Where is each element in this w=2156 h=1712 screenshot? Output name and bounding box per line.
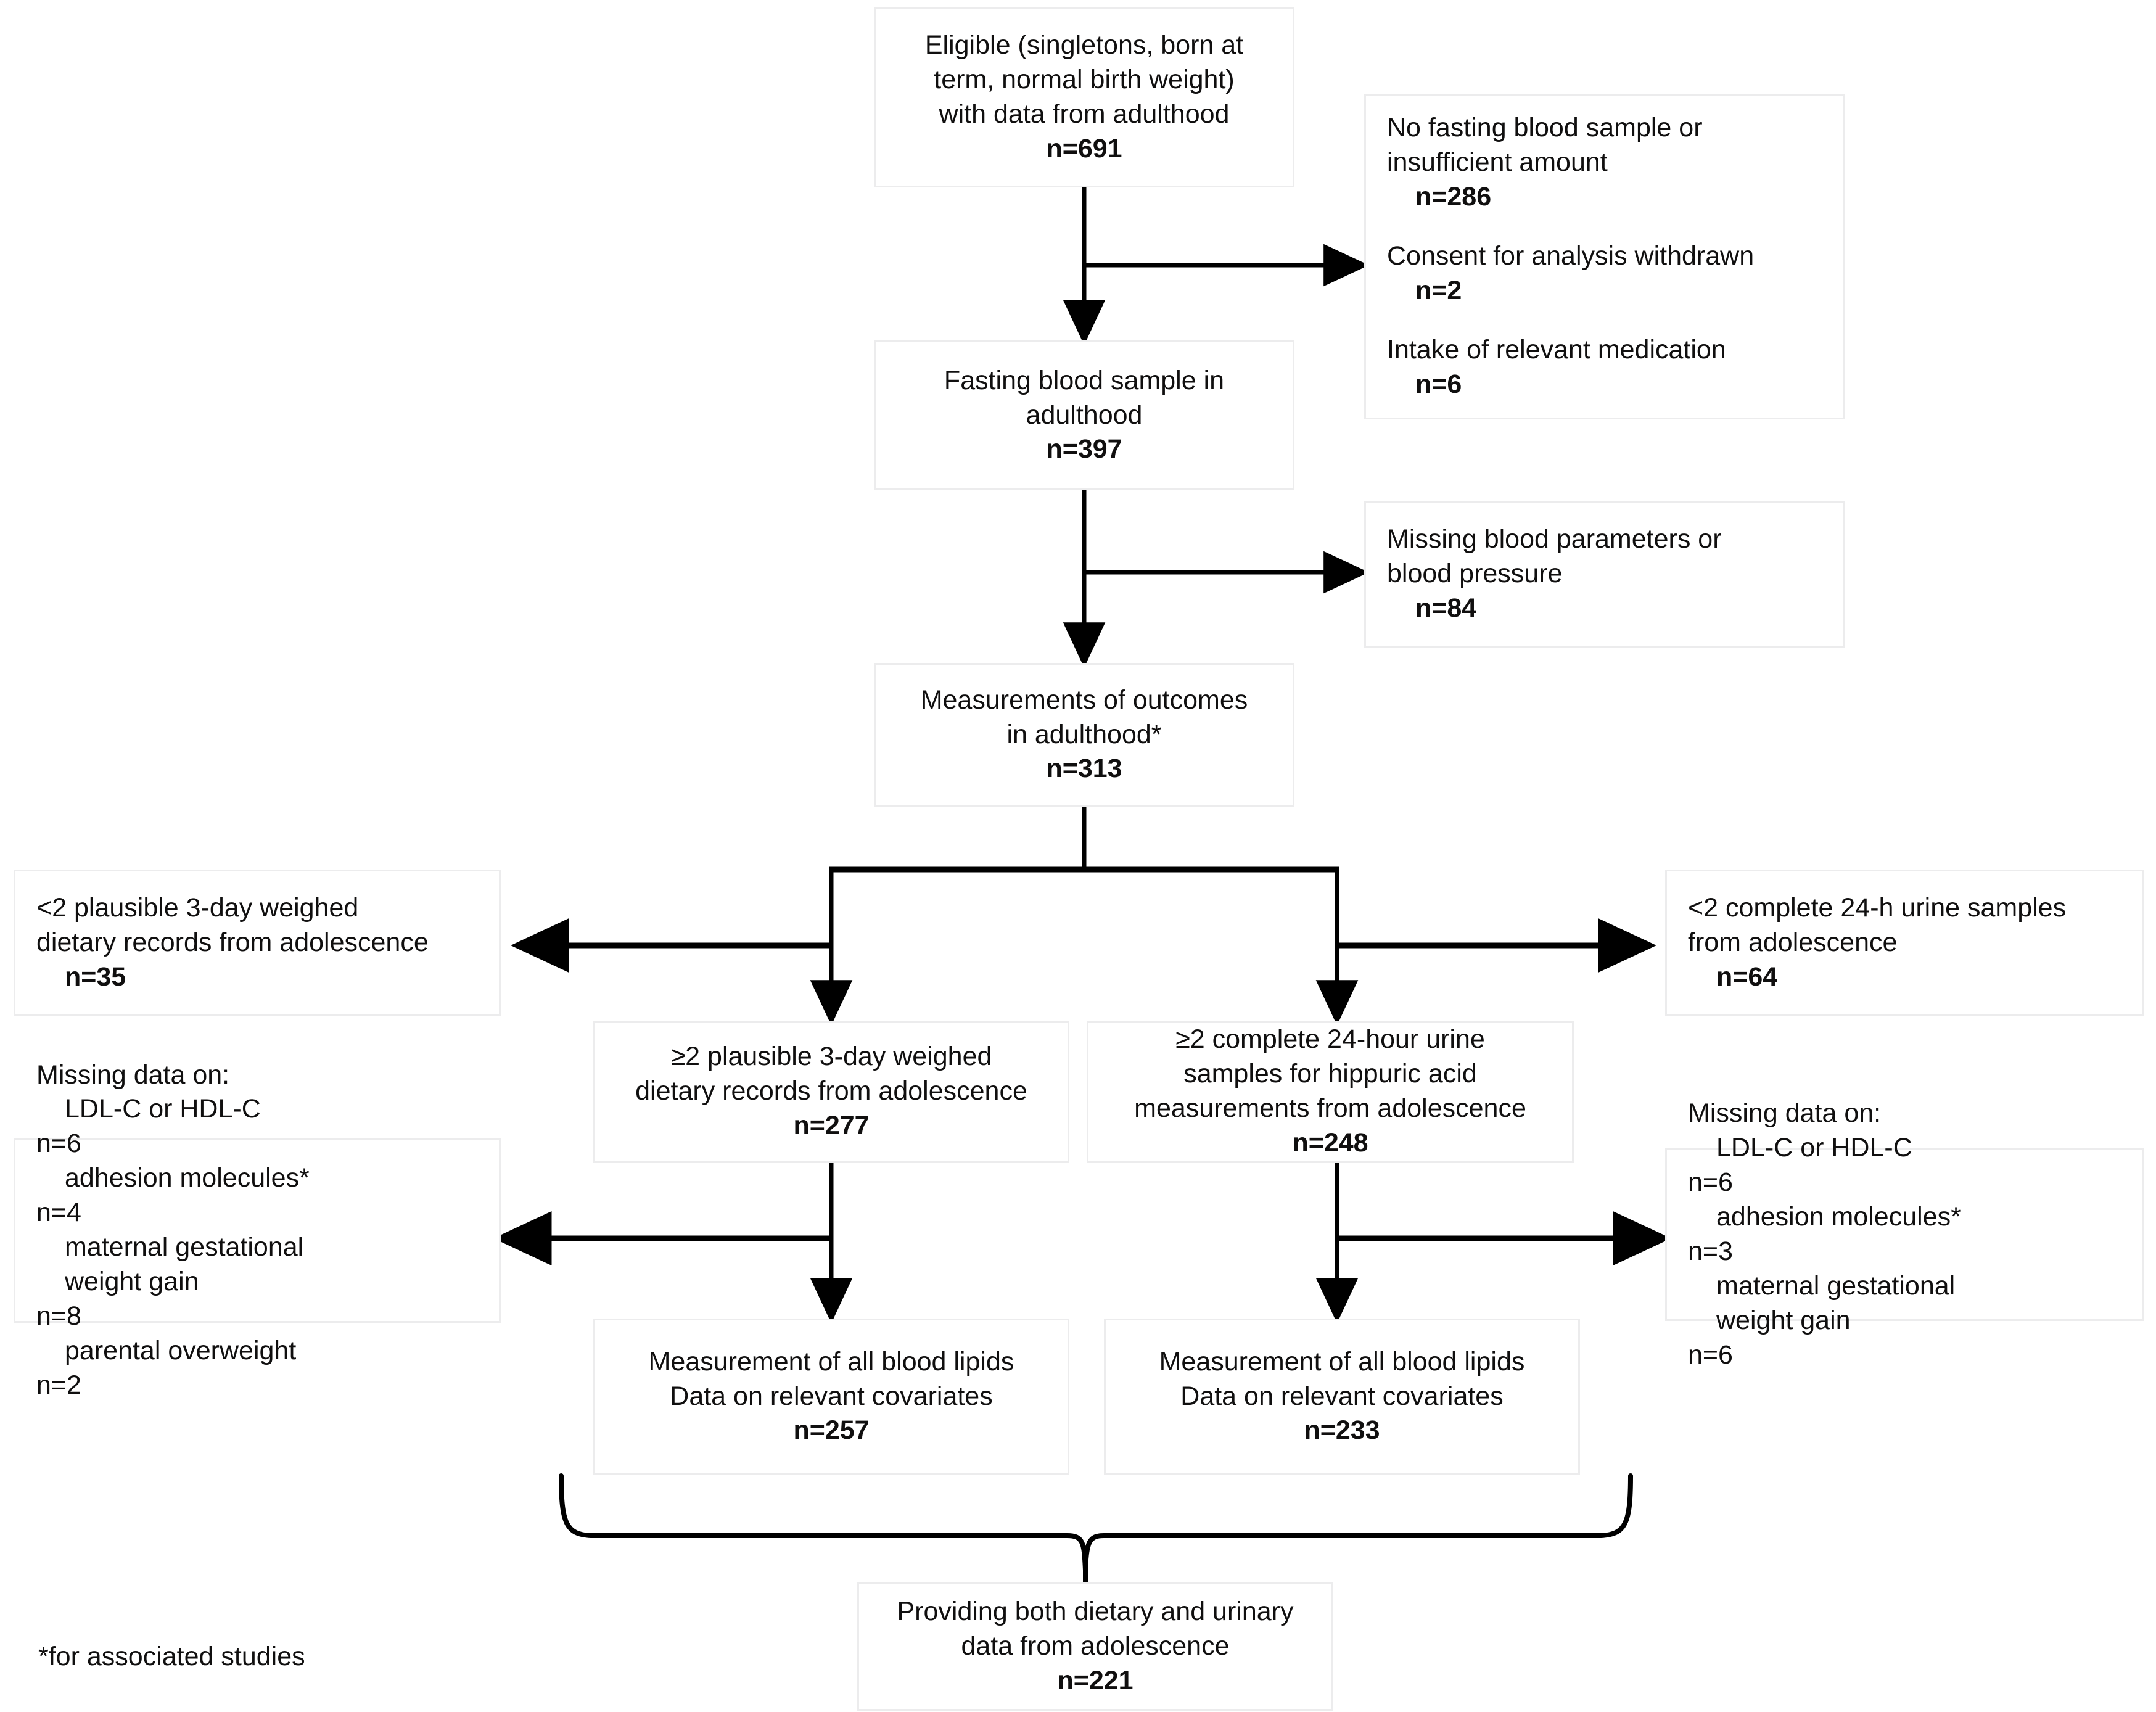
footnote: *for associated studies [38, 1642, 305, 1671]
missing-left-row: LDL-C or HDL-C n=6 [36, 1092, 478, 1161]
node-eligible-line-2: term, normal birth weight) [934, 65, 1235, 95]
node-final: Providing both dietary and urinary data … [857, 1582, 1333, 1711]
missing-left-value-1: n=6 [36, 1129, 81, 1159]
node-eligible-line-1: Eligible (singletons, born at [924, 30, 1244, 60]
node-excluded-blood: No fasting blood sample or insufficient … [1364, 94, 1845, 419]
exclusion-group-2-line-1: Consent for analysis withdrawn [1387, 241, 1755, 271]
missing-left-value-2: n=4 [36, 1198, 81, 1228]
node-fasting-count: n=397 [1046, 434, 1122, 464]
missing-left-value-5: n=2 [36, 1370, 81, 1400]
missing-left-label-4: weight gain [65, 1266, 199, 1296]
node-lipids-right-line-2: Data on relevant covariates [1180, 1381, 1504, 1411]
missing-left-row: parental overweight n=2 [36, 1334, 478, 1403]
missing-right-row: maternal gestational [1688, 1269, 2121, 1304]
node-lipids-right-line-1: Measurement of all blood lipids [1159, 1346, 1525, 1377]
node-outcomes-count: n=313 [1046, 754, 1122, 784]
node-lipids-left: Measurement of all blood lipids Data on … [593, 1319, 1069, 1475]
node-excluded-urine-line-2: from adolescence [1688, 928, 1898, 958]
node-final-line-2: data from adolescence [961, 1631, 1230, 1661]
node-eligible-line-3: with data from adulthood [939, 99, 1230, 129]
node-lipids-right: Measurement of all blood lipids Data on … [1104, 1319, 1580, 1475]
node-urine-samples-line-3: measurements from adolescence [1134, 1093, 1526, 1123]
missing-right-value-2: n=3 [1688, 1237, 1733, 1266]
spacer-1 [1387, 215, 1822, 239]
node-excluded-params: Missing blood parameters or blood pressu… [1364, 501, 1845, 648]
missing-left-value-4: n=8 [36, 1301, 81, 1331]
node-diet-records-line-1: ≥2 plausible 3-day weighed [670, 1042, 992, 1072]
missing-left-row: maternal gestational [36, 1230, 478, 1265]
missing-right-row: weight gain n=6 [1688, 1304, 2121, 1373]
node-lipids-left-line-2: Data on relevant covariates [670, 1381, 993, 1411]
missing-left-row: adhesion molecules* n=4 [36, 1161, 478, 1230]
missing-right-label-1: LDL-C or HDL-C [1716, 1133, 1912, 1163]
exclusion-group-2-count: n=2 [1415, 275, 1462, 305]
node-outcomes-line-2: in adulthood* [1006, 719, 1162, 749]
missing-right-row: adhesion molecules* n=3 [1688, 1200, 2121, 1269]
missing-right-value-4: n=6 [1688, 1340, 1733, 1370]
node-excluded-urine-count: n=64 [1716, 961, 1778, 992]
node-missing-right: Missing data on: LDL-C or HDL-C n=6 adhe… [1665, 1098, 2144, 1370]
node-diet-records: ≥2 plausible 3-day weighed dietary recor… [593, 1021, 1069, 1163]
exclusion-group-1-count: n=286 [1415, 182, 1492, 212]
node-lipids-left-line-1: Measurement of all blood lipids [648, 1346, 1014, 1377]
node-outcomes-line-1: Measurements of outcomes [920, 685, 1248, 715]
node-fasting-sample: Fasting blood sample in adulthood n=397 [874, 340, 1294, 490]
exclusion-group-1-line-1: No fasting blood sample or [1387, 113, 1703, 143]
exclusion-group-3-line-1: Intake of relevant medication [1387, 334, 1726, 364]
exclusion-group-3: Intake of relevant medication n=6 [1387, 333, 1822, 402]
node-diet-records-count: n=277 [793, 1110, 870, 1140]
node-outcomes: Measurements of outcomes in adulthood* n… [874, 663, 1294, 807]
node-final-line-1: Providing both dietary and urinary [897, 1597, 1294, 1627]
exclusion-group-1-line-2: insufficient amount [1387, 147, 1608, 178]
missing-left-label-1: LDL-C or HDL-C [65, 1094, 261, 1124]
node-excluded-dietary-line-1: <2 plausible 3-day weighed [36, 893, 359, 923]
missing-left-row: weight gain n=8 [36, 1265, 478, 1334]
node-eligible: Eligible (singletons, born at term, norm… [874, 7, 1294, 187]
node-eligible-count: n=691 [1046, 133, 1122, 163]
missing-right-value-1: n=6 [1688, 1167, 1733, 1198]
node-excluded-dietary: <2 plausible 3-day weighed dietary recor… [14, 870, 501, 1016]
missing-right-label-4: weight gain [1716, 1305, 1851, 1335]
node-lipids-right-count: n=233 [1304, 1415, 1380, 1446]
exclusion-group-1: No fasting blood sample or insufficient … [1387, 111, 1822, 215]
node-excluded-params-count: n=84 [1415, 593, 1477, 623]
node-fasting-line-1: Fasting blood sample in [944, 365, 1225, 395]
node-excluded-params-line-1: Missing blood parameters or [1387, 524, 1722, 554]
node-excluded-urine: <2 complete 24-h urine samples from adol… [1665, 870, 2144, 1016]
missing-right-row: LDL-C or HDL-C n=6 [1688, 1131, 2121, 1200]
node-excluded-urine-line-1: <2 complete 24-h urine samples [1688, 893, 2067, 923]
exclusion-group-3-count: n=6 [1415, 369, 1462, 399]
node-final-count: n=221 [1057, 1665, 1134, 1695]
node-urine-samples-count: n=248 [1292, 1127, 1368, 1158]
missing-left-label-3: maternal gestational [65, 1232, 304, 1262]
exclusion-group-2: Consent for analysis withdrawn n=2 [1387, 239, 1822, 308]
node-urine-samples-line-1: ≥2 complete 24-hour urine [1175, 1024, 1485, 1055]
node-missing-left: Missing data on: LDL-C or HDL-C n=6 adhe… [14, 1060, 501, 1400]
node-excluded-params-line-2: blood pressure [1387, 559, 1563, 589]
spacer-2 [1387, 308, 1822, 333]
missing-right-label-2: adhesion molecules* [1716, 1202, 1961, 1232]
node-urine-samples-line-2: samples for hippuric acid [1183, 1059, 1477, 1089]
missing-right-label-3: maternal gestational [1716, 1270, 1956, 1301]
missing-left-label-2: adhesion molecules* [65, 1163, 310, 1193]
node-diet-records-line-2: dietary records from adolescence [635, 1076, 1027, 1106]
node-excluded-dietary-line-2: dietary records from adolescence [36, 928, 429, 958]
node-missing-right-heading: Missing data on: [1688, 1098, 1882, 1129]
node-excluded-dietary-count: n=35 [65, 961, 126, 992]
node-lipids-left-count: n=257 [793, 1415, 870, 1446]
missing-left-label-5: parental overweight [65, 1335, 297, 1365]
node-urine-samples: ≥2 complete 24-hour urine samples for hi… [1087, 1021, 1574, 1163]
node-missing-left-heading: Missing data on: [36, 1060, 230, 1090]
node-fasting-line-2: adulthood [1026, 400, 1143, 430]
